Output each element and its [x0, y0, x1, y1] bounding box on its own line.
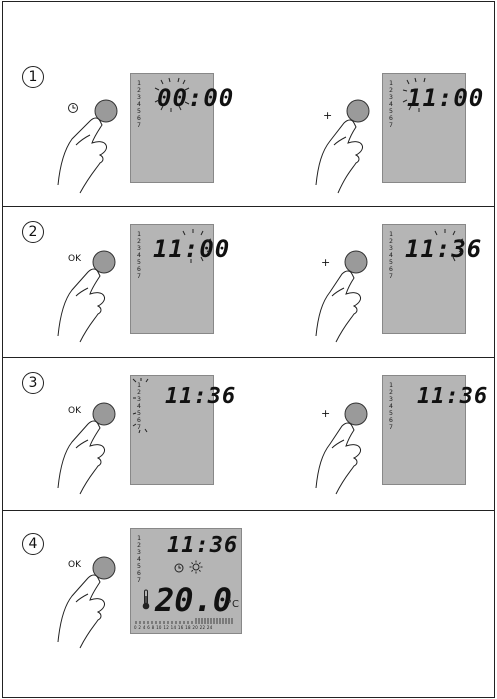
blink-indicator — [401, 76, 441, 116]
blink-indicator — [177, 227, 217, 267]
plus-label: + — [323, 109, 332, 122]
lcd-display: 1 2 3 4 5 6 7 11:36 — [382, 375, 466, 485]
blink-indicator — [153, 76, 213, 116]
lcd-display: 1 2 3 4 5 6 7 11:36 — [382, 224, 466, 334]
lcd-display: 1 2 3 4 5 6 7 11:36 20.0 °C — [130, 528, 242, 634]
blink-indicator — [131, 376, 155, 436]
hand-pressing-button — [50, 244, 130, 344]
day-7: 7 — [137, 122, 151, 129]
clock-icon — [173, 562, 185, 574]
section-divider — [2, 357, 495, 358]
clock-icon — [67, 102, 79, 114]
step-number-1: 1 — [22, 66, 44, 88]
sun-icon — [189, 560, 203, 574]
ok-label: OK — [68, 406, 81, 416]
thermometer-icon — [141, 589, 151, 611]
step-number-3: 3 — [22, 372, 44, 394]
day-7: 7 — [389, 424, 403, 431]
hand-pressing-button — [50, 550, 130, 650]
lcd-display: 1 2 3 4 5 6 7 11:00 — [382, 73, 466, 183]
lcd-time: 11:36 — [417, 384, 488, 409]
day-7: 7 — [137, 273, 151, 280]
step-number-2: 2 — [22, 221, 44, 243]
plus-label: + — [321, 407, 330, 420]
hand-pressing-button — [50, 396, 130, 496]
schedule-bar — [136, 617, 236, 625]
lcd-time: 11:36 — [165, 384, 236, 409]
ok-label: OK — [68, 254, 81, 264]
step-number-4: 4 — [22, 533, 44, 555]
day-7: 7 — [389, 273, 403, 280]
lcd-display: 1 2 3 4 5 6 7 11:00 — [130, 224, 214, 334]
day-7: 7 — [389, 122, 403, 129]
day-7: 7 — [137, 577, 151, 584]
schedule-scale: 0 2 4 6 8 10 12 14 16 18 20 22 24 — [134, 625, 240, 630]
plus-label: + — [321, 256, 330, 269]
lcd-display: 1 2 3 4 5 6 7 00:00 — [130, 73, 214, 183]
lcd-temperature: 20.0 — [155, 581, 232, 619]
ok-label: OK — [68, 560, 81, 570]
hand-pressing-button — [310, 95, 390, 195]
section-divider — [2, 510, 495, 511]
temperature-unit: °C — [227, 599, 239, 610]
lcd-display: 1 2 3 4 5 6 7 11:36 — [130, 375, 214, 485]
hand-pressing-button — [50, 95, 130, 195]
section-divider — [2, 206, 495, 207]
blink-indicator — [429, 227, 469, 267]
lcd-time: 11:36 — [167, 533, 238, 558]
